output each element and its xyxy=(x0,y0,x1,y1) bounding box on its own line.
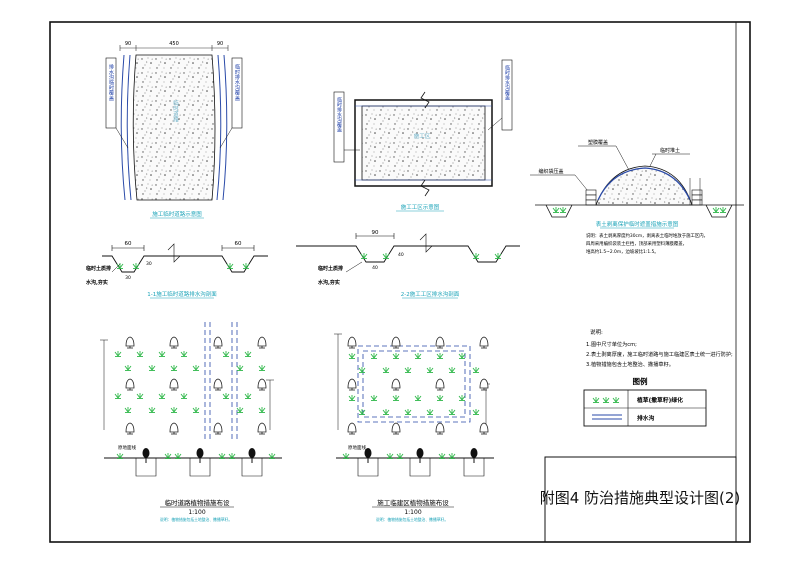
stockpile-soil-label: 临时堆土 xyxy=(660,147,680,154)
section1-soil-label: 临时土质排 xyxy=(86,265,111,272)
road-planting-caption: 临时道路植物措施布设 xyxy=(165,498,231,507)
ditch-section-1-1: 60 60 30 30 临时土质排 水沟,夯实 1-1施工临时道路排水沟剖面 xyxy=(85,241,268,299)
ditch-section-2-2: 90 40 40 临时土质排 水沟,夯实 2-2施工工区排水沟剖面 xyxy=(296,230,520,299)
notes-line-3: 3.植物措施包含土地整治、撒播草籽。 xyxy=(586,360,674,368)
section1-caption: 1-1施工临时道路排水沟剖面 xyxy=(147,290,217,298)
legend-title: 图例 xyxy=(633,376,648,386)
title-block: 附图4 防治措施典型设计图(2) xyxy=(540,456,741,543)
site-planting-ground-label: 原地面线 xyxy=(348,444,366,451)
section1-dim-bottom: 30 xyxy=(125,275,131,281)
site-label-right: 临时排水沟覆盖 xyxy=(504,64,510,100)
road-planting-scale: 1:100 xyxy=(188,509,205,516)
road-dim-left: 90 xyxy=(125,41,131,47)
section1-dim-depth: 30 xyxy=(146,261,152,267)
legend-item-ditch: 排水沟 xyxy=(637,414,655,422)
road-dim-total: 450 xyxy=(169,41,179,47)
legend-grass-icon xyxy=(592,396,600,403)
stockpile-note-3: 堆高约1.5~2.0m，边坡坡比1:1.5。 xyxy=(586,248,659,255)
site-label-left: 临时排水沟覆盖 xyxy=(336,96,342,132)
road-label-right: 临时排水沟覆盖 xyxy=(234,63,240,101)
legend-item-grass: 植草(撒草籽)绿化 xyxy=(636,396,683,404)
road-plan: 450 90 90 排水沟临时覆盖 临时排水沟覆盖 临时道路 施工临时道路示意图 xyxy=(105,41,243,219)
road-dim-right: 90 xyxy=(217,41,223,47)
road-plan-caption: 施工临时道路示意图 xyxy=(152,210,202,218)
site-planting-note: 说明：植物措施包括土地整治、撒播草籽。 xyxy=(376,517,448,522)
road-planting-note: 说明：植物措施包括土地整治、撒播草籽。 xyxy=(160,517,232,522)
section2-dim-depth: 40 xyxy=(398,252,404,258)
site-plan: 临时排水沟覆盖 临时排水沟覆盖 施工区 施工工区示意图 xyxy=(333,59,513,212)
road-planting-plan: 原地面线 临时道路植物措施布设 1:100 说明：植物措施包括土地整治、撒播草籽… xyxy=(100,322,282,522)
site-planting-plan: 原地面线 施工临建区植物措施布设 1:100 说明：植物措施包括土地整治、撒播草… xyxy=(334,333,494,522)
site-planting-caption: 施工临建区植物措施布设 xyxy=(377,498,449,507)
road-label-left: 排水沟临时覆盖 xyxy=(108,63,114,101)
notes-line-1: 1.图中尺寸单位为cm; xyxy=(586,340,637,348)
stockpile-note-2: 四周采用编织袋装土拦挡，顶部采用塑料薄膜覆盖， xyxy=(586,240,687,247)
site-center-label: 施工区 xyxy=(414,132,431,140)
stockpile-cover-label: 塑膜覆盖 xyxy=(588,139,608,146)
section2-ditch-label: 水沟,夯实 xyxy=(317,279,340,286)
stockpile-note-1: 说明：表土剥离厚度约30cm，剥离表土临时堆放于施工区内， xyxy=(586,232,708,239)
section2-dim-bottom: 40 xyxy=(372,265,378,271)
road-center-label: 临时道路 xyxy=(172,99,179,124)
road-planting-ground-label: 原地面线 xyxy=(118,444,136,451)
site-planting-scale: 1:100 xyxy=(404,509,421,516)
general-notes: 说明: 1.图中尺寸单位为cm; 2.表土剥离厚度，施工临时道路与施工临建区表土… xyxy=(586,328,733,368)
section1-dim-a: 60 xyxy=(125,241,132,247)
section1-dim-b: 60 xyxy=(235,241,242,247)
stockpile-caption: 表土剥离保护临时遮盖措施示意图 xyxy=(596,220,679,228)
section2-soil-label: 临时土质排 xyxy=(318,265,343,272)
site-plan-caption: 施工工区示意图 xyxy=(401,203,440,211)
stockpile-section: 塑膜覆盖 临时堆土 编织袋压盖 表土剥离保护临时遮盖措施示意图 说明：表土剥离厚… xyxy=(530,139,744,255)
section2-dim-a: 90 xyxy=(372,230,379,236)
sheet-frame xyxy=(49,21,751,543)
stockpile-bag-label: 编织袋压盖 xyxy=(538,168,563,175)
legend: 图例 植草(撒草籽)绿化 排水沟 xyxy=(583,376,707,427)
sheet-title: 附图4 防治措施典型设计图(2) xyxy=(540,489,741,507)
section1-ditch-label: 水沟,夯实 xyxy=(85,279,108,286)
notes-line-2: 2.表土剥离厚度，施工临时道路与施工临建区表土统一进行防护; xyxy=(586,350,733,358)
notes-heading: 说明: xyxy=(590,328,603,336)
section2-caption: 2-2施工工区排水沟剖面 xyxy=(401,290,460,298)
